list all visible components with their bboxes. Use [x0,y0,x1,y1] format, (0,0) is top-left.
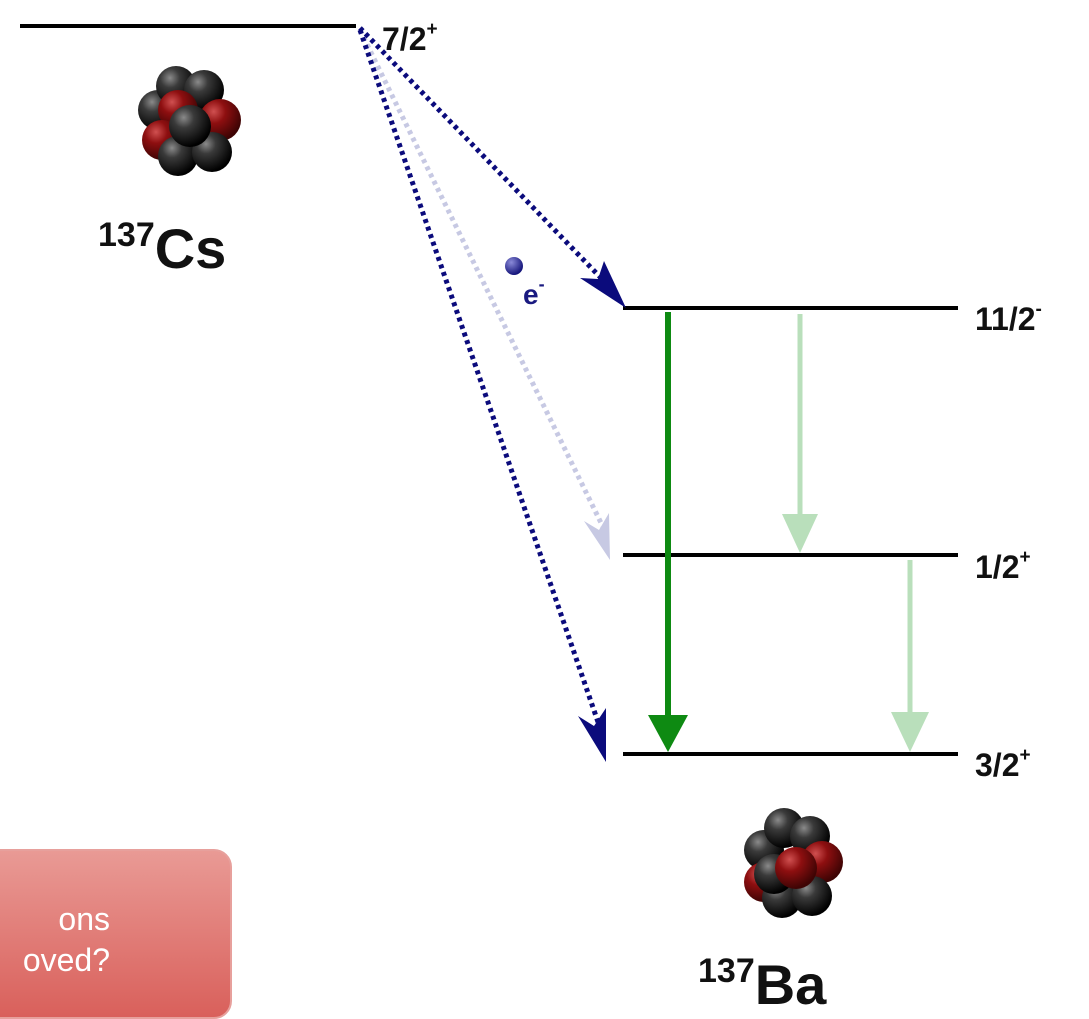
callout-line-1: ons [58,901,110,937]
beta-branch-to-1-2 [357,28,610,560]
parent-level-label: 7/2+ [382,19,438,57]
gamma-11-2-to-1-2 [782,314,818,553]
beta-branch-to-11-2 [358,26,626,308]
level-label-3-2: 3/2+ [975,745,1031,783]
question-callout: ons oved? [0,849,232,1019]
level-label-11-2: 11/2- [975,299,1042,337]
level-label-1-2: 1/2+ [975,547,1031,585]
nucleus-cluster-icon [138,66,241,176]
daughter-nuclide-label: 137Ba [698,952,827,1015]
callout-line-2: oved? [22,942,110,978]
beta-branch-to-3-2 [357,29,606,762]
nucleus-cluster-icon [744,808,843,918]
gamma-11-2-to-3-2 [648,312,688,752]
electron-label: e- [523,274,545,310]
gamma-1-2-to-3-2 [891,560,929,752]
parent-nuclide-label: 137Cs [98,216,226,280]
electron-dot-icon [505,257,523,275]
